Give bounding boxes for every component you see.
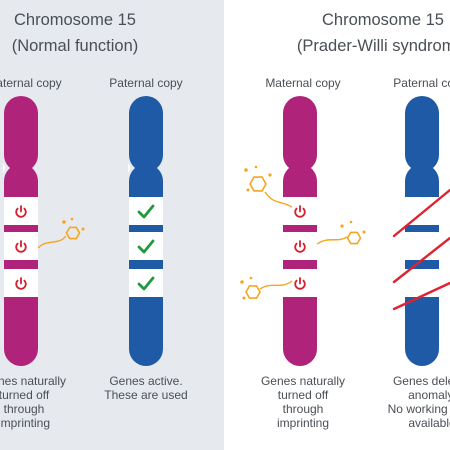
left-maternal-power-icon-2 (15, 240, 27, 253)
left-molecule-icon (65, 226, 81, 240)
right-maternal-label: Maternal copy (265, 76, 341, 90)
right-molecule-icon-3-dot-2 (249, 276, 253, 280)
right-paternal-caption-3: No working copy (387, 402, 450, 416)
left-paternal-band-3 (129, 269, 163, 297)
left-maternal-chromosome-lower-arm (4, 164, 38, 366)
right-paternal-chromosome-upper-arm (405, 96, 439, 172)
right-maternal-caption-2: turned off (277, 388, 329, 402)
right-maternal-caption-1: Genes naturally (260, 374, 346, 388)
left-maternal-caption-4: imprinting (0, 416, 51, 430)
right-paternal-deletion-slash-icon-1 (392, 188, 450, 238)
left-title-line1: Chromosome 15 (14, 11, 136, 29)
right-title-line1: Chromosome 15 (322, 11, 444, 29)
right-maternal-chromosome-lower-arm (283, 164, 317, 366)
right-molecule-icon-3 (245, 285, 261, 299)
right-paternal-caption-2: anomaly. (408, 388, 450, 402)
right-maternal-chromosome-centromere-left (282, 163, 284, 173)
right-molecule-icon-2-strand (316, 236, 348, 245)
right-molecule-icon-1 (249, 176, 267, 192)
right-paternal-deletion-slash-icon-3 (392, 281, 450, 311)
left-molecule-icon-dot-2 (70, 217, 74, 221)
right-molecule-icon-2-dot-3 (362, 230, 366, 234)
left-paternal-caption-2: These are used (104, 388, 188, 402)
right-paternal-caption-1: Genes deleted (392, 374, 450, 388)
left-maternal-label: Maternal copy (0, 76, 62, 90)
right-molecule-icon-3-dot-3 (242, 296, 246, 300)
left-maternal-chromosome-centromere-left (3, 163, 5, 173)
left-paternal-band-1 (129, 197, 163, 225)
right-maternal-power-icon-2 (294, 240, 306, 253)
right-paternal-label: Paternal copy (393, 76, 450, 90)
left-paternal-chromosome-lower-arm (129, 164, 163, 366)
left-molecule-icon-dot-3 (81, 227, 85, 231)
right-molecule-icon-3-strand (259, 280, 293, 290)
left-paternal-checkmark-icon-2 (137, 239, 155, 254)
right-molecule-icon-3-dot-1 (240, 280, 244, 284)
right-molecule-icon-1-dot-1 (244, 168, 248, 172)
right-paternal-chromosome-centromere-left (404, 163, 406, 173)
right-paternal-band-3 (405, 269, 439, 297)
right-molecule-icon-2-dot-2 (349, 220, 353, 224)
right-molecule-icon-1-strand (264, 191, 293, 208)
left-paternal-caption-1: Genes active. (109, 374, 183, 388)
left-paternal-chromosome (128, 96, 163, 366)
right-molecule-icon-1-dot-2 (254, 165, 258, 169)
right-maternal-chromosome-upper-arm (283, 96, 317, 172)
right-maternal-caption-4: imprinting (276, 416, 330, 430)
right-molecule-icon-1-dot-3 (268, 173, 272, 177)
left-maternal-power-icon-3 (15, 277, 27, 290)
right-paternal-chromosome-lower-arm (405, 164, 439, 366)
left-paternal-checkmark-icon-1 (137, 204, 155, 219)
left-title-line2: (Normal function) (11, 37, 139, 55)
left-maternal-chromosome-upper-arm (4, 96, 38, 172)
right-maternal-power-icon-3 (294, 277, 306, 290)
right-molecule-icon-2 (346, 231, 362, 245)
left-molecule-icon-strand (37, 235, 67, 249)
left-paternal-checkmark-icon-3 (137, 276, 155, 291)
left-paternal-chromosome-centromere-left (128, 163, 130, 173)
left-maternal-power-icon-1 (15, 205, 27, 218)
right-paternal-caption-4: available (408, 416, 450, 430)
left-maternal-caption-3: through (3, 402, 45, 416)
left-paternal-label: Paternal copy (109, 76, 183, 90)
right-title-line2: (Prader-Willi syndrome) (296, 37, 450, 55)
right-paternal-chromosome (404, 96, 439, 366)
right-maternal-caption-3: through (282, 402, 324, 416)
right-maternal-power-icon-1 (294, 205, 306, 218)
right-paternal-deletion-slash-icon-2 (392, 236, 450, 284)
right-paternal-band-2 (405, 232, 439, 260)
right-maternal-chromosome (282, 96, 317, 366)
right-molecule-icon-1-dot-4 (246, 188, 250, 192)
right-paternal-band-1 (405, 197, 439, 225)
left-maternal-caption-1: Genes naturally (0, 374, 67, 388)
left-paternal-band-2 (129, 232, 163, 260)
right-molecule-icon-2-dot-1 (340, 224, 344, 228)
left-maternal-chromosome (3, 96, 38, 366)
left-paternal-chromosome-upper-arm (129, 96, 163, 172)
left-maternal-caption-2: turned off (0, 388, 50, 402)
left-molecule-icon-dot-1 (62, 220, 66, 224)
